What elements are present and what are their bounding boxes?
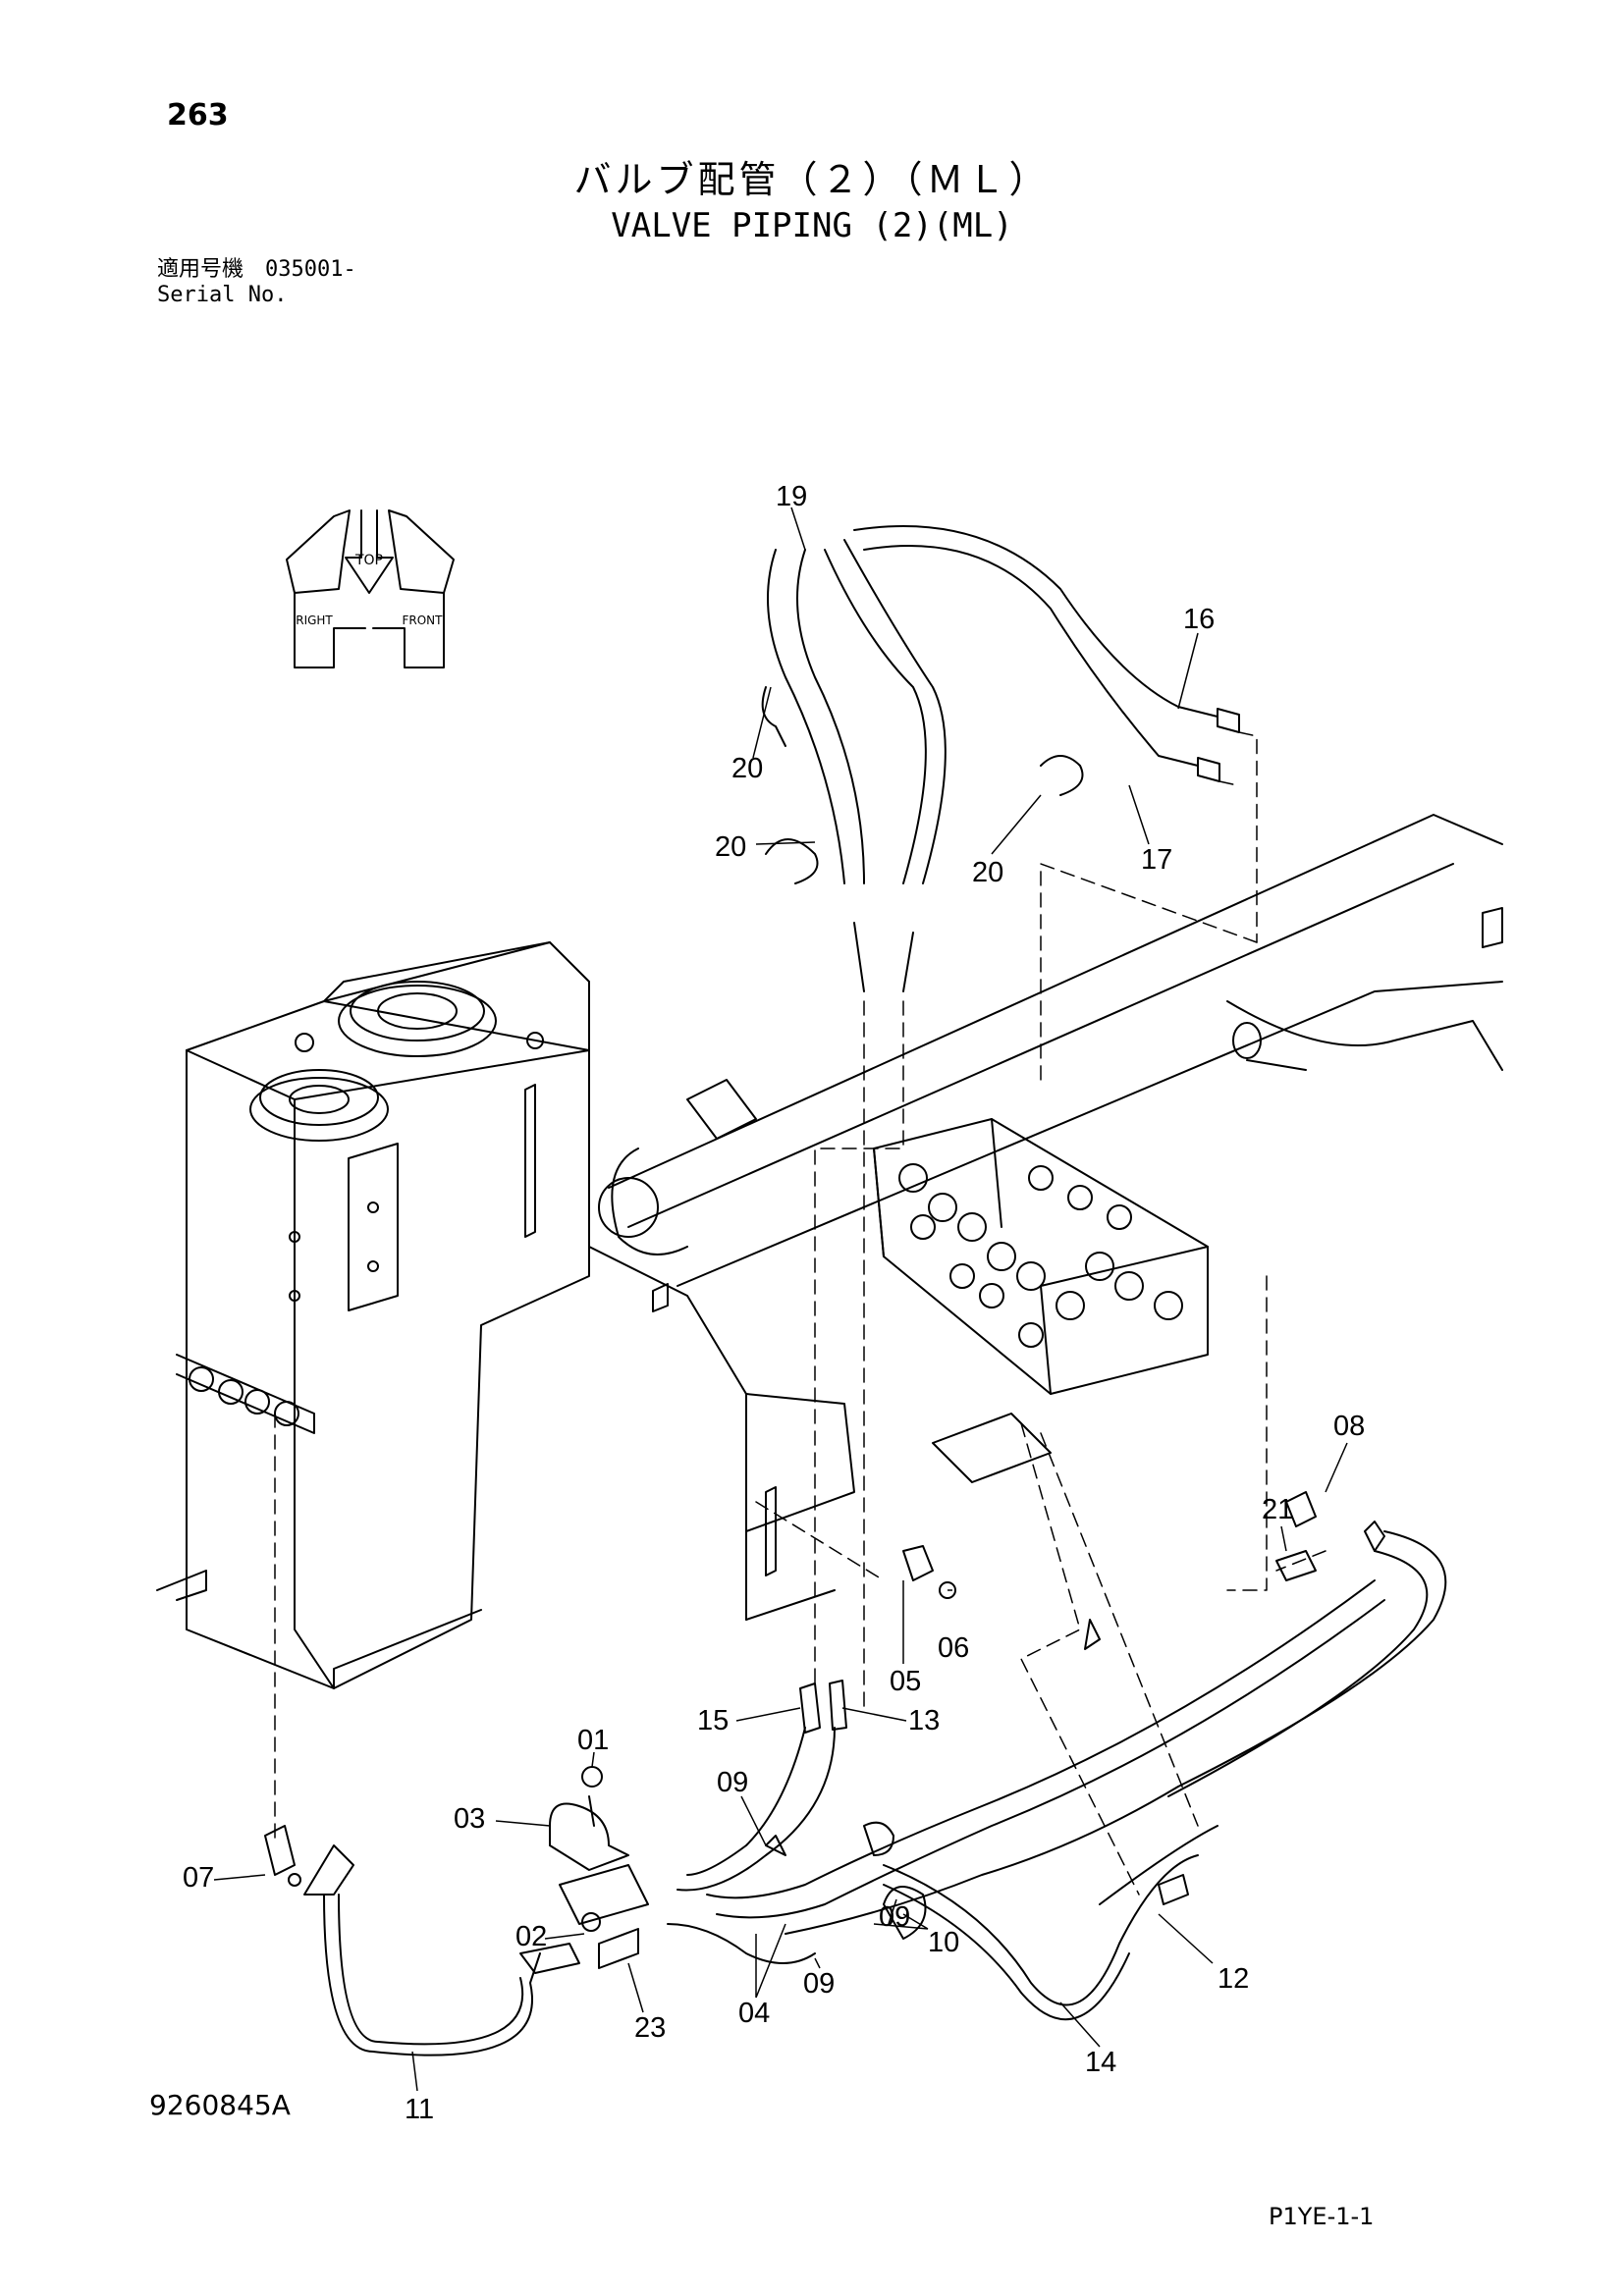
callout-20: 20 bbox=[731, 753, 763, 784]
serial-label-en: Serial No. bbox=[157, 283, 288, 307]
orientation-arrows-icon: TOP RIGHT FRONT bbox=[286, 509, 455, 668]
clamps-and-fittings bbox=[264, 1413, 1385, 1969]
serial-block: 適用号機 035001- Serial No. bbox=[157, 257, 356, 308]
callout-15: 15 bbox=[697, 1705, 729, 1736]
title-japanese: バルブ配管（２）（ＭＬ） bbox=[573, 158, 1051, 201]
orientation-right-label: RIGHT bbox=[296, 614, 333, 627]
drawing-number: 9260845A bbox=[149, 2089, 291, 2121]
callout-05: 05 bbox=[890, 1666, 921, 1697]
callout-03: 03 bbox=[454, 1803, 485, 1835]
callout-leaders bbox=[213, 507, 1348, 2092]
orientation-front-label: FRONT bbox=[403, 614, 444, 627]
callout-17: 17 bbox=[1141, 844, 1172, 876]
callout-10: 10 bbox=[928, 1927, 959, 1958]
callout-20: 20 bbox=[972, 857, 1003, 888]
hydraulic-tank bbox=[156, 941, 590, 1689]
page-number: 263 bbox=[167, 98, 229, 133]
callout-20: 20 bbox=[715, 831, 746, 863]
callout-06: 06 bbox=[938, 1632, 969, 1664]
dashed-leaders bbox=[274, 731, 1326, 1896]
serial-value: 035001- bbox=[265, 257, 356, 282]
orientation-top-label: TOP bbox=[354, 553, 383, 568]
callout-01: 01 bbox=[577, 1725, 609, 1756]
callout-09: 09 bbox=[879, 1901, 910, 1933]
callout-07: 07 bbox=[183, 1862, 214, 1894]
callout-21: 21 bbox=[1262, 1494, 1293, 1525]
callout-09: 09 bbox=[803, 1968, 835, 2000]
serial-label-jp: 適用号機 bbox=[157, 257, 244, 282]
control-valve bbox=[873, 1118, 1209, 1395]
callout-13: 13 bbox=[908, 1705, 940, 1736]
callout-14: 14 bbox=[1085, 2047, 1116, 2078]
callout-04: 04 bbox=[738, 1998, 770, 2029]
upper-hoses bbox=[761, 525, 1240, 992]
serial-row-jp: 適用号機 035001- bbox=[157, 257, 356, 283]
callout-09: 09 bbox=[717, 1767, 748, 1798]
callout-19: 19 bbox=[776, 481, 807, 512]
callout-02: 02 bbox=[515, 1921, 547, 1952]
callout-11: 11 bbox=[405, 2094, 434, 2125]
callout-labels: 19 16 20 20 20 17 08 21 06 05 15 13 01 0… bbox=[183, 481, 1365, 2125]
callout-08: 08 bbox=[1333, 1411, 1365, 1442]
swing-bracket bbox=[588, 814, 1503, 1621]
title-english: VALVE PIPING (2)(ML) bbox=[611, 206, 1013, 245]
lower-hoses bbox=[303, 1530, 1447, 2056]
page-code: P1YE-1-1 bbox=[1269, 2203, 1375, 2230]
callout-23: 23 bbox=[634, 2012, 666, 2044]
callout-16: 16 bbox=[1183, 604, 1215, 635]
callout-12: 12 bbox=[1218, 1963, 1249, 1995]
